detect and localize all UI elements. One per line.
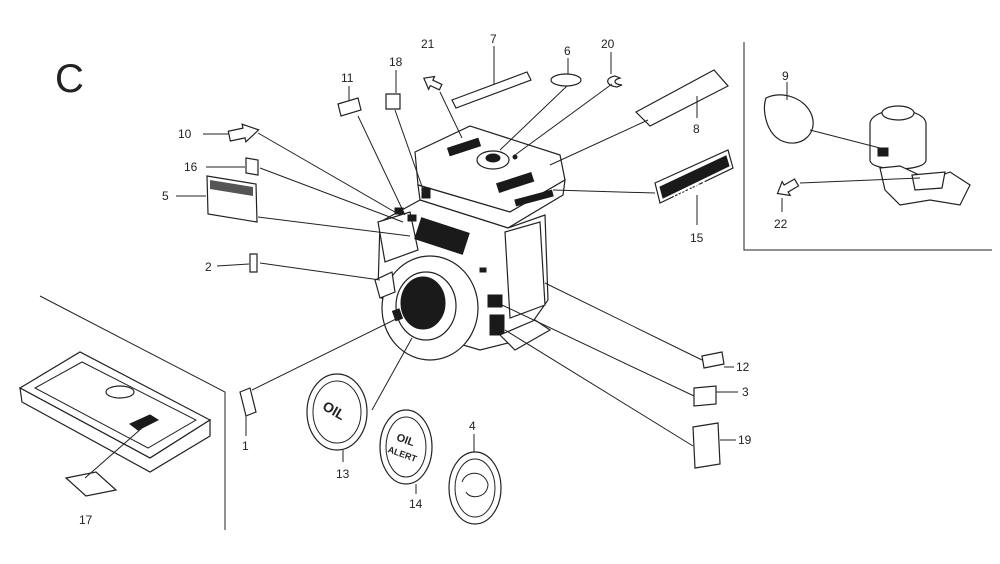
air-cleaner	[763, 94, 971, 206]
callout-2: 2	[205, 260, 212, 274]
callout-15: 15	[690, 231, 704, 245]
emblem-14: OIL ALERT	[379, 409, 433, 485]
callout-12: 12	[736, 360, 750, 374]
callout-13: 13	[336, 467, 350, 481]
label-2	[249, 253, 258, 273]
callout-18: 18	[389, 55, 403, 69]
callout-5: 5	[162, 189, 169, 203]
callout-21: 21	[421, 37, 435, 51]
label-7	[451, 71, 532, 109]
label-15-honda: HONDA	[654, 149, 734, 204]
callout-20: 20	[601, 37, 615, 51]
label-1	[239, 387, 257, 417]
label-8	[635, 69, 729, 127]
callout-8: 8	[693, 122, 700, 136]
label-22-arrow	[776, 178, 800, 197]
callout-7: 7	[490, 32, 497, 46]
callout-3: 3	[742, 385, 749, 399]
callout-9: 9	[782, 69, 789, 83]
callout-17: 17	[79, 513, 93, 527]
label-17	[64, 471, 118, 497]
label-12	[701, 351, 725, 369]
callout-11: 11	[341, 71, 354, 85]
label-3	[693, 385, 717, 407]
label-19	[692, 422, 721, 469]
leader-lines	[84, 46, 921, 494]
emblem-4	[448, 451, 502, 525]
callout-6: 6	[564, 44, 571, 58]
emblem-14-text-top: OIL	[395, 432, 417, 450]
callout-10: 10	[178, 127, 192, 141]
engine-body	[374, 125, 566, 361]
fuel-tank	[18, 351, 212, 473]
inset-frame	[743, 42, 992, 251]
tank-inset-frame	[39, 295, 226, 530]
label-9	[763, 94, 814, 144]
callout-16: 16	[184, 160, 198, 174]
callout-numbers: 1 2 3 4 5 6 7 8 9 10 11 12 13 14 15 16 1…	[79, 32, 789, 527]
label-6	[550, 73, 582, 87]
label-18	[385, 93, 401, 110]
callout-1: 1	[242, 439, 249, 453]
section-letter: C	[55, 57, 84, 101]
label-11	[337, 97, 362, 117]
label-16	[245, 157, 259, 176]
label-21-arrow	[422, 75, 443, 91]
callout-14: 14	[409, 497, 423, 511]
label-10-arrow	[227, 123, 260, 143]
emblem-13: OIL	[306, 373, 368, 451]
callout-19: 19	[738, 433, 752, 447]
callout-22: 22	[774, 217, 788, 231]
callout-4: 4	[469, 419, 476, 433]
label-5	[206, 175, 258, 223]
